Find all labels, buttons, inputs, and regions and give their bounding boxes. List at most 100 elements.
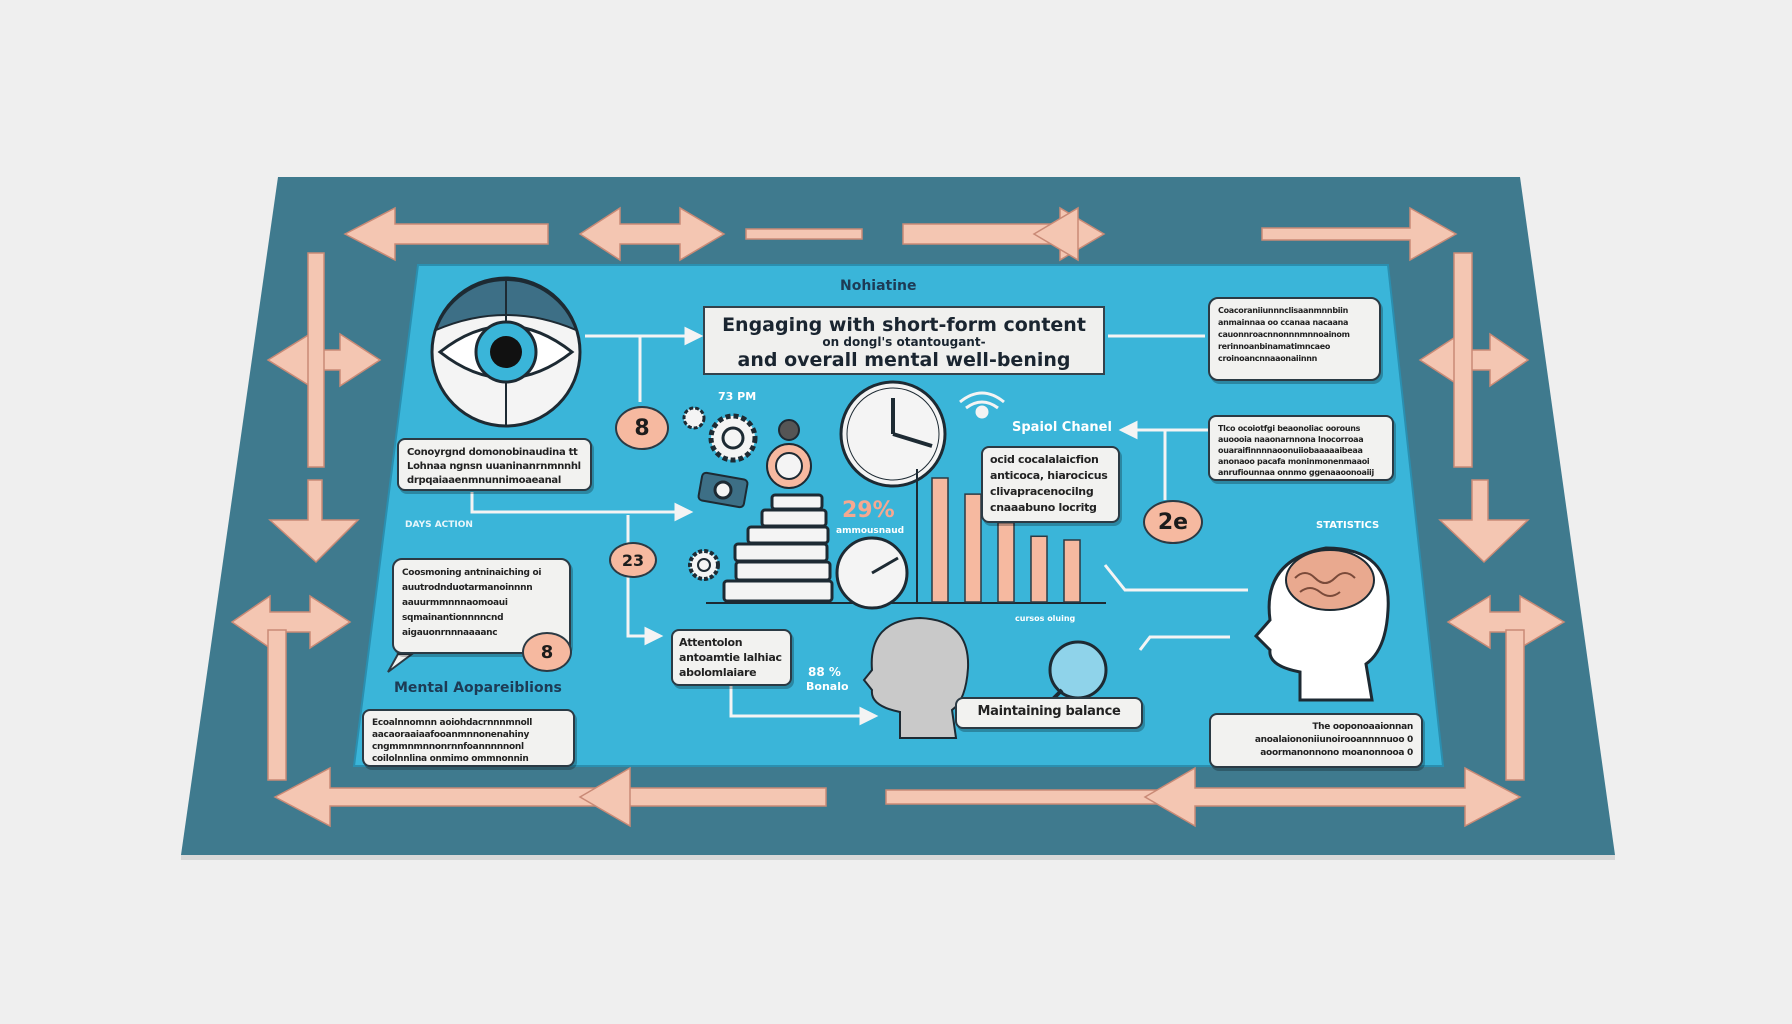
bonus-value: 88 % xyxy=(808,665,841,679)
chart-bar xyxy=(1030,535,1048,603)
speech-bubble-left: Coosmoning antninaiching oi auutrodnduot… xyxy=(392,558,571,654)
arrow-icon xyxy=(267,629,287,781)
arrow-icon xyxy=(307,252,325,468)
books-stack-icon xyxy=(722,493,834,603)
arrow-icon xyxy=(1438,479,1530,564)
text-line: aoormanonnono moanonnooa 0 xyxy=(1260,748,1413,758)
eye-icon xyxy=(430,276,582,428)
arrow-icon xyxy=(268,479,360,564)
text-line: sqmainantionnnncnd xyxy=(402,613,504,623)
arrow-icon xyxy=(1143,766,1522,828)
title-line-2: on dongl's otantougant- xyxy=(822,335,986,349)
text-line: Coacoraniiunnnclisaanmnnbiin xyxy=(1218,306,1349,315)
number-badge: 8 xyxy=(615,406,669,450)
text-line: abolomlaiare xyxy=(679,666,757,679)
bonus-caption: Bonalo xyxy=(806,680,849,693)
arrow-icon xyxy=(1032,206,1079,262)
text-box-spatial: ocid cocalalaicfion anticoca, hiarocicus… xyxy=(981,446,1120,523)
number-badge: 2e xyxy=(1143,500,1203,544)
text-line: Lohnaa ngnsn uuaninanrnmnnhl xyxy=(407,461,581,472)
number-badge: 8 xyxy=(522,632,572,672)
brain-head-icon xyxy=(1253,546,1390,702)
text-line: auoooia naaonarnnona lnocorroaa xyxy=(1218,435,1364,444)
arrow-icon xyxy=(578,206,726,262)
text-line: Attentolon xyxy=(679,636,743,649)
wifi-icon xyxy=(959,391,1005,419)
text-line: Tlco ocoiotfgi beaonoliac oorouns xyxy=(1218,424,1361,433)
text-line: coilolnnlina onmimo ommnonnin xyxy=(372,754,529,764)
camera-icon xyxy=(697,471,749,509)
arrow-icon xyxy=(578,766,631,828)
content-panel xyxy=(352,264,1445,767)
text-box-right-bottom: The ooponoaaionnan anoalaiononiiunoirooa… xyxy=(1209,713,1423,768)
number-badge: 23 xyxy=(609,542,657,578)
text-line: Conoyrgnd domonobinaudina tt xyxy=(407,447,578,458)
text-box-right-mid: Tlco ocoiotfgi beaonoliac oorouns auoooi… xyxy=(1208,415,1394,481)
text-line: anmainnaa oo ccanaa nacaana xyxy=(1218,318,1349,327)
head-silhouette-icon xyxy=(862,616,970,739)
time-label: 73 PM xyxy=(718,390,757,403)
mental-label: Mental Aopareiblions xyxy=(394,680,562,696)
arrow-icon xyxy=(273,766,827,828)
text-line: anonaoo pacafa moninmonenmaaoi xyxy=(1218,457,1370,466)
text-line: anrufiounnaa onnmo ggenaaoonoaiij xyxy=(1218,468,1374,477)
text-line: rerinnoanbinamatimncaeo xyxy=(1218,342,1331,351)
clock-icon xyxy=(839,380,947,488)
statistics-label: STATISTICS xyxy=(1316,520,1380,531)
text-line: anoalaiononiiunoirooannnnuoo 0 xyxy=(1254,735,1413,745)
text-line: aauurmmnnnaomoaui xyxy=(402,598,508,608)
title-line-3: and overall mental well-bening xyxy=(737,349,1071,371)
arrow-icon xyxy=(343,206,549,262)
board-edge xyxy=(181,855,1615,860)
text-box-left-top: Conoyrgnd domonobinaudina tt Lohnaa ngns… xyxy=(397,438,592,491)
frame-arrows xyxy=(230,206,1566,828)
text-line: anticoca, hiarocicus xyxy=(990,469,1108,482)
title-line-1: Engaging with short-form content xyxy=(722,314,1086,336)
arrow-icon xyxy=(1261,206,1458,262)
text-line: Coosmoning antninaiching oi xyxy=(402,568,542,578)
text-line: Ecoalnnomnn aoiohdacrnnnmnoll xyxy=(372,718,533,728)
percent-stat: 29% xyxy=(842,498,895,523)
speech-bubble-right: Coacoraniiunnnclisaanmnnbiin anmainnaa o… xyxy=(1208,297,1381,381)
text-line: auutrodnduotarmanoinnnn xyxy=(402,583,533,593)
text-box-left-bottom: Ecoalnnomnn aoiohdacrnnnmnoll aacaoraaia… xyxy=(362,709,575,767)
arrow-icon xyxy=(885,789,1161,805)
text-line: ocid cocalalaicfion xyxy=(990,453,1099,466)
title-box: Engaging with short-form content on dong… xyxy=(703,306,1105,375)
chart-bar xyxy=(1063,539,1081,603)
arrow-icon xyxy=(1453,252,1473,468)
text-line: aacaoraaiaafooanmnnonenahiny xyxy=(372,730,530,740)
arrow-icon xyxy=(745,228,863,240)
text-line: clivapracenocilng xyxy=(990,485,1094,498)
gear-icon xyxy=(688,549,720,581)
text-line: aigauonrnnnaaaanc xyxy=(402,628,498,638)
gear-icon xyxy=(708,413,758,463)
text-line: croinoancnnaaonaiinnn xyxy=(1218,354,1318,363)
percent-caption: ammousnaud xyxy=(836,526,905,536)
spatial-label: Spaiol Chanel xyxy=(1012,420,1112,435)
ring-icon xyxy=(766,419,812,489)
text-line: The ooponoaaionnan xyxy=(1312,722,1413,732)
gear-icon xyxy=(682,406,706,430)
arrow-icon xyxy=(1505,629,1525,781)
text-line: drpqaiaaenmnunnimoaeanal xyxy=(407,475,561,486)
device-label: cursos oluing xyxy=(1015,614,1076,623)
kicker-label: Nohiatine xyxy=(840,278,917,294)
daily-label: DAYS ACTION xyxy=(405,520,473,530)
text-line: cnaaabuno locritg xyxy=(990,501,1097,514)
connector-lines xyxy=(470,326,1248,726)
chart-bar xyxy=(997,521,1015,603)
text-box-middle: Attentolon antoamtie lalhiac abolomlaiar… xyxy=(671,629,792,686)
bar-chart xyxy=(931,477,1081,603)
balance-label: Maintaining balance xyxy=(977,704,1121,719)
chart-bar xyxy=(964,493,982,603)
text-line: cngmmnmnnonrnnfoannnnnonl xyxy=(372,742,524,752)
text-line: antoamtie lalhiac xyxy=(679,651,782,664)
text-line: cauonnroacnnonnnmnnoainom xyxy=(1218,330,1350,339)
chart-bar xyxy=(931,477,949,603)
timer-icon xyxy=(835,536,909,610)
text-line: ouaraifinnnnaoonuiiobaaaaaibeaa xyxy=(1218,446,1363,455)
arrow-icon xyxy=(1446,594,1566,650)
balance-box: Maintaining balance xyxy=(955,697,1143,729)
